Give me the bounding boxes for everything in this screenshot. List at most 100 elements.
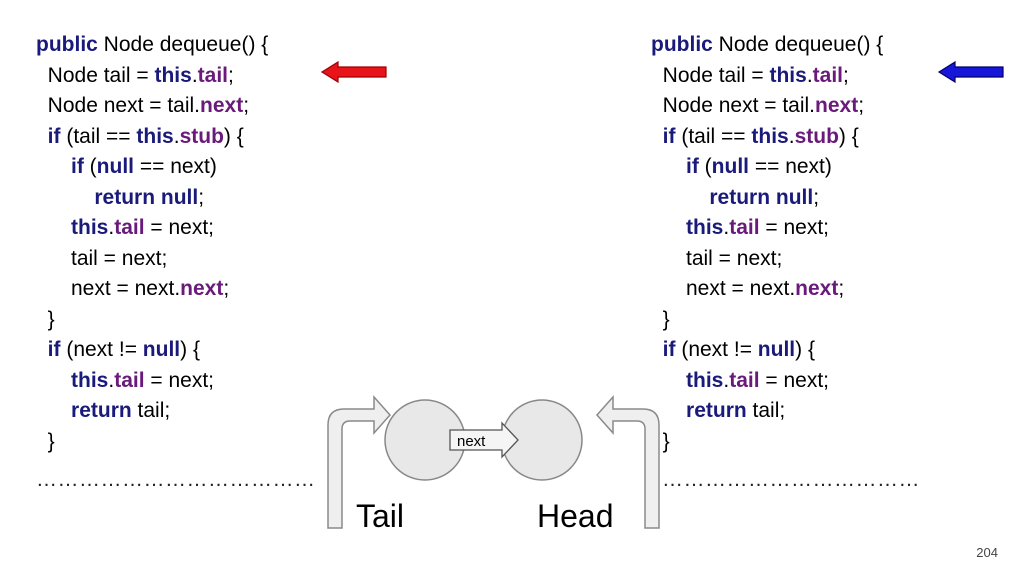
separator-left: ………………………………… (36, 468, 316, 491)
code-token (651, 338, 663, 361)
code-token: ; (813, 185, 820, 209)
code-token: == next) (749, 155, 832, 178)
code-token (651, 155, 686, 178)
code-line: } (651, 305, 883, 336)
code-line: return null; (651, 183, 883, 214)
code-line: next = next.next; (36, 274, 268, 305)
tail-curved-arrow-icon (327, 395, 392, 529)
code-line: if (null == next) (651, 152, 883, 183)
code-line: } (651, 427, 883, 458)
red-arrow-icon (320, 61, 387, 83)
head-label: Head (537, 498, 614, 534)
code-token: next (795, 277, 839, 300)
code-token: ) { (795, 338, 815, 361)
code-line: this.tail = next; (36, 213, 268, 244)
code-token: tail (729, 216, 760, 239)
code-token: return (686, 399, 747, 422)
code-token: } (651, 307, 670, 331)
code-token: if (662, 338, 676, 361)
code-line: Node next = tail.next; (36, 91, 268, 122)
right-code-block: public Node dequeue() { Node tail = this… (651, 30, 883, 457)
code-line: public Node dequeue() { (651, 30, 883, 61)
code-token: . (723, 368, 730, 392)
code-token: ; (858, 94, 865, 117)
code-token: tail; (746, 399, 786, 422)
code-token: . (723, 216, 730, 239)
code-line: } (36, 427, 268, 458)
code-token: ) { (838, 124, 859, 148)
code-token: null (96, 155, 134, 178)
code-line: return null; (36, 183, 268, 214)
code-token: Node next = tail. (651, 94, 816, 117)
code-token: stub (179, 124, 224, 148)
code-token: . (191, 63, 198, 87)
code-token: if (47, 338, 61, 361)
code-token: return null (709, 185, 814, 209)
code-token: = next; (144, 368, 215, 392)
code-token (651, 186, 709, 209)
code-token: this (154, 63, 192, 87)
code-line: if (null == next) (36, 152, 268, 183)
code-token: this (71, 216, 109, 239)
code-token: = next; (759, 216, 830, 239)
code-token: ; (198, 185, 205, 209)
code-line: tail = next; (651, 244, 883, 275)
code-line: return tail; (36, 396, 268, 427)
code-token: ( (83, 155, 97, 178)
code-token (36, 125, 48, 148)
code-token: tail = next; (36, 246, 168, 270)
code-token: this (71, 368, 109, 392)
code-token: null (757, 338, 796, 361)
next-arrow-icon (449, 421, 519, 459)
code-token: } (651, 429, 670, 453)
code-token: (next != (60, 338, 143, 361)
code-token: public (36, 33, 98, 56)
code-line: this.tail = next; (651, 366, 883, 397)
code-token: == next) (134, 155, 217, 178)
code-token: next (200, 94, 244, 117)
code-line: this.tail = next; (651, 213, 883, 244)
code-line: if (tail == this.stub) { (651, 122, 883, 153)
code-token: (tail == (60, 124, 137, 148)
code-token: return (71, 399, 132, 422)
code-token (36, 186, 94, 209)
code-token: this (136, 124, 174, 148)
code-token: . (173, 124, 180, 148)
code-token: this (769, 63, 807, 87)
code-token: ; (843, 63, 849, 87)
code-token: Node dequeue() { (712, 33, 884, 56)
code-line: Node tail = this.tail; (651, 61, 883, 92)
code-line: if (next != null) { (36, 335, 268, 366)
code-token: this (751, 124, 789, 148)
code-line: tail = next; (36, 244, 268, 275)
code-token: (tail == (675, 124, 752, 148)
code-token: if (47, 124, 61, 148)
code-token: ; (223, 277, 230, 300)
code-token: tail (729, 368, 760, 392)
code-token: ) { (180, 338, 200, 361)
code-token (36, 216, 71, 239)
code-token: next = next. (36, 277, 181, 300)
code-token (36, 155, 71, 178)
code-token: ) { (223, 124, 244, 148)
code-token (36, 399, 71, 422)
slide-number: 204 (976, 545, 998, 560)
code-token: next (815, 94, 859, 117)
code-token: ( (698, 155, 712, 178)
code-token: if (71, 155, 84, 178)
code-token: tail (197, 63, 229, 87)
code-token: null (711, 155, 749, 178)
code-line: return tail; (651, 396, 883, 427)
code-token: tail = next; (651, 246, 783, 270)
code-token: tail; (131, 399, 171, 422)
code-token: public (651, 33, 713, 56)
code-token: this (686, 216, 724, 239)
code-token: if (686, 155, 699, 178)
code-token: tail (114, 368, 145, 392)
head-curved-arrow-icon (595, 395, 660, 529)
code-token: ; (228, 63, 234, 87)
code-token: this (686, 368, 724, 392)
code-token (36, 338, 48, 361)
blue-arrow-icon (937, 61, 1004, 83)
code-token: return null (94, 185, 199, 209)
